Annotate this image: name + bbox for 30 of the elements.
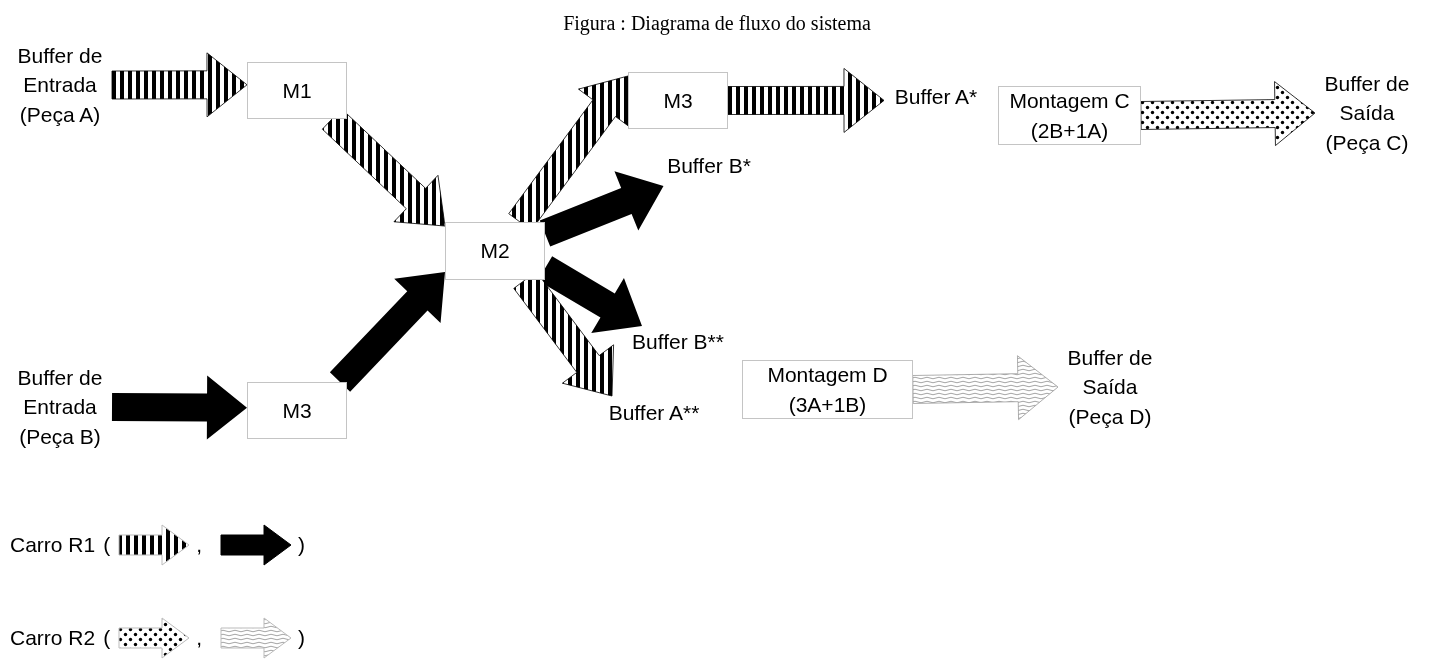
buffer-label: Buffer de Entrada (Peça A) [8, 40, 112, 130]
process-box: M2 [445, 222, 545, 280]
block-arrow [912, 355, 1059, 421]
process-box: M3 [247, 382, 347, 439]
block-arrow [1140, 81, 1316, 146]
legend-punctuation: ( [103, 626, 111, 650]
block-arrow [111, 52, 248, 118]
block-arrow [111, 375, 247, 440]
process-box: Montagem C (2B+1A) [998, 86, 1141, 145]
block-arrow [329, 271, 445, 392]
legend-punctuation: ) [298, 533, 306, 557]
block-arrow [539, 171, 664, 247]
block-arrow [727, 68, 885, 133]
buffer-label: Buffer A* [884, 80, 988, 114]
legend-punctuation: ) [298, 626, 306, 650]
legend-punctuation: ( [103, 533, 111, 557]
buffer-label: Buffer B** [618, 326, 738, 358]
buffer-label: Buffer A** [594, 396, 714, 430]
buffer-label: Buffer de Saída (Peça C) [1315, 68, 1419, 158]
process-box: M3 [628, 72, 728, 129]
process-box: Montagem D (3A+1B) [742, 360, 913, 419]
legend-punctuation: , [196, 533, 203, 557]
figure-title: Figura : Diagrama de fluxo do sistema [562, 12, 872, 35]
process-box: M1 [247, 62, 347, 119]
buffer-label: Buffer de Saída (Peça D) [1058, 342, 1162, 432]
legend-punctuation: , [196, 626, 203, 650]
legend-label: Carro R2 [10, 626, 96, 650]
buffer-label: Buffer de Entrada (Peça B) [8, 362, 112, 452]
legend-label: Carro R1 [10, 533, 96, 557]
buffer-label: Buffer B* [644, 146, 774, 186]
